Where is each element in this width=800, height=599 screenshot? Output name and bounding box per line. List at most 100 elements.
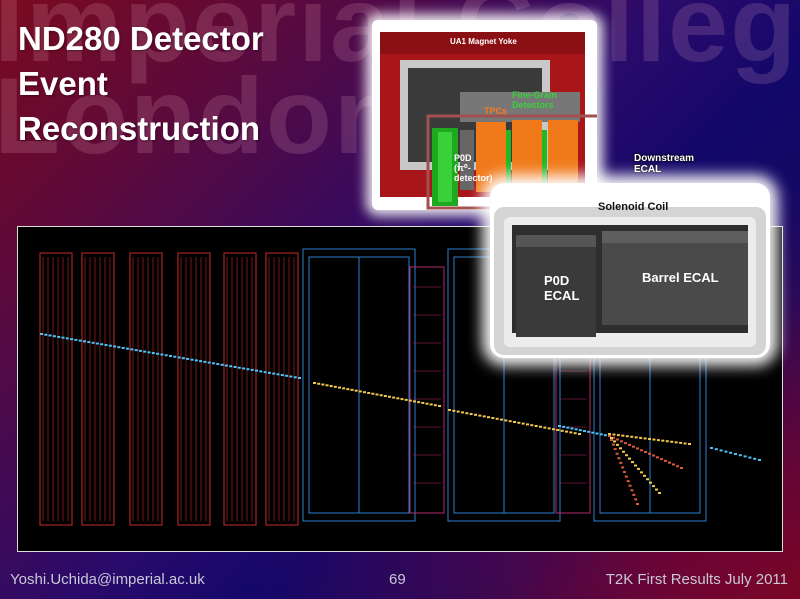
track-hit xyxy=(552,428,555,431)
track-hit xyxy=(465,412,469,415)
track-hit xyxy=(65,337,69,340)
track-hit xyxy=(583,430,586,432)
footer-page-number: 69 xyxy=(389,571,406,588)
track-hit xyxy=(714,448,718,451)
p0d-layer xyxy=(223,252,257,526)
ecal-diagram: Solenoid Coil P0D ECAL Barrel ECAL xyxy=(490,183,770,358)
track-hit xyxy=(547,427,551,430)
track-hit xyxy=(358,390,362,393)
track-hit xyxy=(151,352,155,355)
track-hit xyxy=(212,362,215,365)
track-hit xyxy=(113,345,117,348)
track-hit xyxy=(346,388,350,391)
track-hit xyxy=(425,402,429,405)
track-hit xyxy=(672,463,675,466)
track-hit xyxy=(630,489,634,492)
track-hit xyxy=(613,440,616,443)
track-hit xyxy=(587,430,591,433)
track-hit xyxy=(220,363,224,366)
track-hit xyxy=(517,421,521,424)
track-hit xyxy=(608,435,611,437)
track-hit xyxy=(743,455,747,458)
track-hit xyxy=(117,346,121,349)
track-hit xyxy=(207,361,211,364)
track-hit xyxy=(438,405,441,407)
tpc-module xyxy=(476,122,506,192)
p0d-layer xyxy=(265,252,299,526)
track-hit xyxy=(388,395,391,398)
barrel-ecal-block xyxy=(602,241,748,325)
track-hit xyxy=(469,413,473,415)
track-hit xyxy=(608,433,611,435)
track-hit xyxy=(640,471,643,474)
event-display-drawing xyxy=(39,248,761,526)
tpcs-label: TPCs xyxy=(484,106,508,116)
track-hit xyxy=(758,459,761,461)
track-hit xyxy=(259,370,263,373)
track-hit xyxy=(78,339,82,342)
track-hit xyxy=(285,374,289,377)
track-hit xyxy=(624,475,628,478)
track-hit xyxy=(603,434,607,437)
track-hit xyxy=(48,334,52,337)
track-hit xyxy=(616,434,620,437)
track-hit xyxy=(333,385,337,388)
track-hit xyxy=(91,341,95,344)
track-hit xyxy=(565,430,568,433)
track-hit xyxy=(595,432,599,435)
track-hit xyxy=(632,493,636,496)
track-hit xyxy=(652,454,655,457)
track-hit xyxy=(753,457,757,460)
track-hit xyxy=(619,447,622,450)
track-hit xyxy=(573,432,577,435)
track-hit xyxy=(738,454,742,457)
track-hit xyxy=(688,443,691,445)
track-hit xyxy=(147,351,151,354)
p0d-layer xyxy=(81,252,115,526)
track-hit xyxy=(108,344,112,347)
track-hit xyxy=(591,431,595,434)
track-hit xyxy=(70,338,74,341)
p0d-ecal-label: P0D ECAL xyxy=(544,273,580,303)
track-hit xyxy=(263,371,267,374)
track-hit xyxy=(317,382,321,385)
track-hit xyxy=(623,471,626,473)
track-hit xyxy=(648,452,651,455)
track-hit xyxy=(448,409,451,411)
track-hit xyxy=(500,418,503,421)
track-hit xyxy=(612,433,616,436)
footer-email: Yoshi.Uchida@imperial.ac.uk xyxy=(10,571,205,588)
track-hit xyxy=(452,409,456,412)
nd280-detector-diagram: UA1 Magnet Yoke Fine-Grain Detectors TPC… xyxy=(372,20,694,210)
track-hit xyxy=(224,364,228,367)
track-hit xyxy=(734,453,737,455)
track-hit xyxy=(643,437,647,440)
magnet-yoke-label: UA1 Magnet Yoke xyxy=(450,37,517,46)
track-hit xyxy=(599,433,603,436)
track-hit xyxy=(417,401,421,404)
track-hit xyxy=(104,344,108,346)
track-hit xyxy=(668,461,671,464)
p0d-ecal-block xyxy=(516,245,596,337)
track-hit xyxy=(354,389,358,392)
track-hit xyxy=(487,416,490,419)
track-hit xyxy=(194,359,198,362)
track-hit xyxy=(660,458,663,461)
track-hit xyxy=(400,398,404,401)
track-hit xyxy=(621,434,625,437)
track-hit xyxy=(661,439,665,442)
track-hit xyxy=(570,427,574,430)
track-hit xyxy=(121,346,125,349)
track-hit xyxy=(625,454,628,457)
track-hit xyxy=(676,465,679,468)
track-hit xyxy=(655,488,658,491)
track-hit xyxy=(237,366,241,369)
track-hit xyxy=(710,447,713,449)
track-hit xyxy=(611,443,615,446)
track-hit xyxy=(126,347,129,350)
track-hit xyxy=(267,371,271,374)
track-hit xyxy=(325,384,329,387)
barrel-ecal-label: Barrel ECAL xyxy=(642,270,719,285)
track-hit xyxy=(649,481,652,484)
track-hit xyxy=(639,436,643,439)
